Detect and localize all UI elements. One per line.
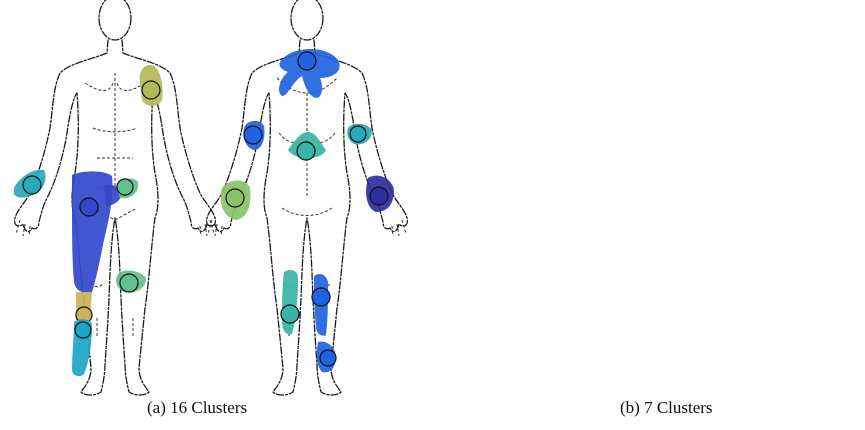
cluster-hand-right-back-a [221, 181, 251, 221]
cluster-shin-right-a [76, 292, 92, 323]
caption-panel-a: (a) 16 Clusters [147, 398, 247, 418]
cluster-arm-left-back-a [347, 124, 372, 145]
cluster-knee-left-a [116, 271, 146, 293]
panel-a [14, 0, 407, 395]
caption-panel-b: (b) 7 Clusters [620, 398, 713, 418]
cluster-thigh-right-a [72, 171, 122, 292]
cluster-midback-a [288, 132, 326, 160]
cluster-neck-back-a [279, 49, 339, 98]
cluster-arm-right-back-a [243, 121, 264, 150]
cluster-ankle-right-a [72, 319, 92, 376]
cluster-wrist-left-a [116, 179, 138, 199]
cluster-shoulder-left-a [140, 65, 163, 106]
cluster-hand-left-back-a [366, 176, 394, 212]
cluster-forearm-right-a [14, 170, 46, 198]
cluster-calf-right-back-a [281, 270, 299, 334]
